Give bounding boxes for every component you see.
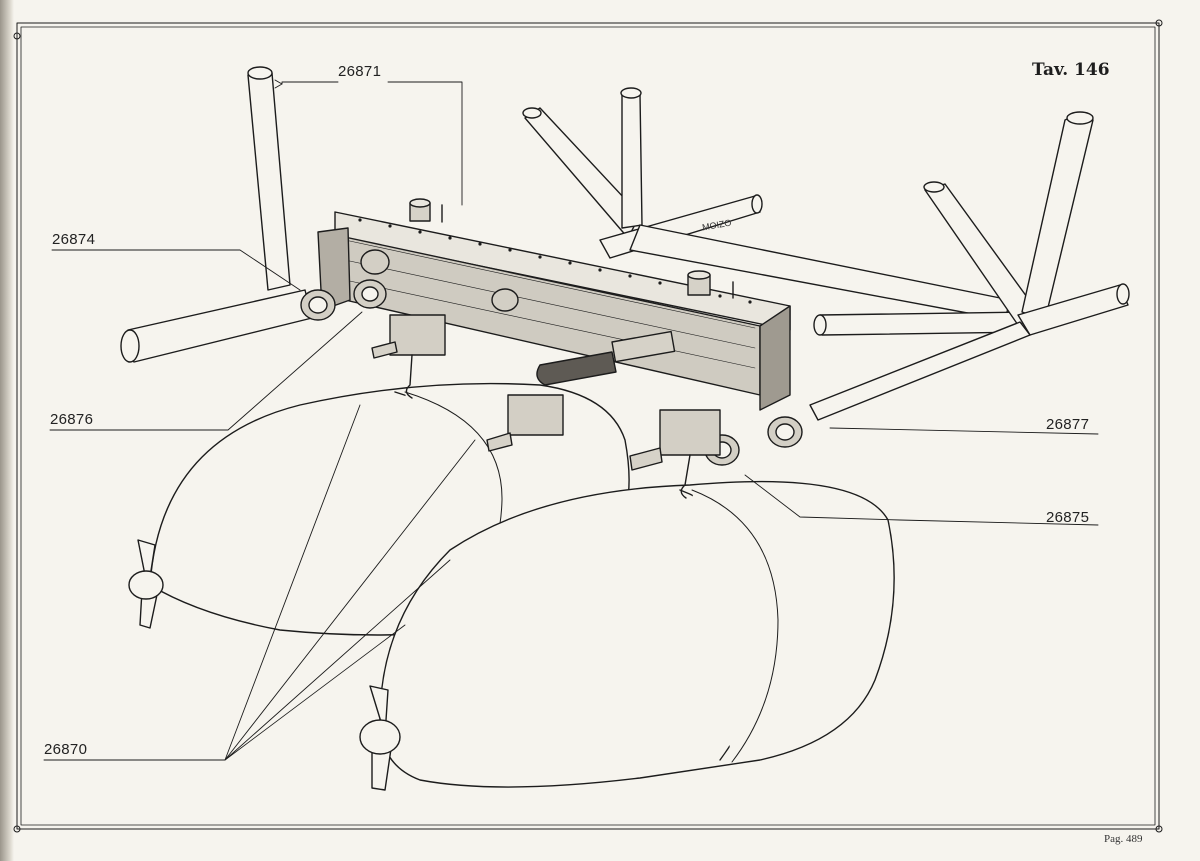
clamp-fittings bbox=[300, 249, 803, 466]
plate-title: Tav. 146 bbox=[1032, 60, 1110, 80]
callout-26877: 26877 bbox=[1046, 416, 1090, 433]
callout-26874: 26874 bbox=[52, 231, 96, 248]
callout-26876: 26876 bbox=[50, 411, 94, 428]
callout-26871: 26871 bbox=[338, 63, 382, 80]
callout-26875: 26875 bbox=[1046, 509, 1090, 526]
tank-propeller-left bbox=[128, 539, 164, 629]
tank-propeller-right bbox=[359, 685, 401, 791]
callout-26870: 26870 bbox=[44, 741, 88, 758]
fuselage-frame-tubes bbox=[120, 66, 1130, 421]
plate-border bbox=[13, 19, 1163, 833]
page-number: Pag. 489 bbox=[1104, 833, 1143, 845]
leader-lines bbox=[43, 79, 1099, 761]
drain-valves bbox=[371, 341, 663, 471]
hanger-straps bbox=[405, 354, 691, 499]
fuel-tank-right bbox=[379, 480, 895, 788]
connecting-hose bbox=[536, 330, 676, 386]
book-spine-shadow bbox=[0, 0, 14, 861]
